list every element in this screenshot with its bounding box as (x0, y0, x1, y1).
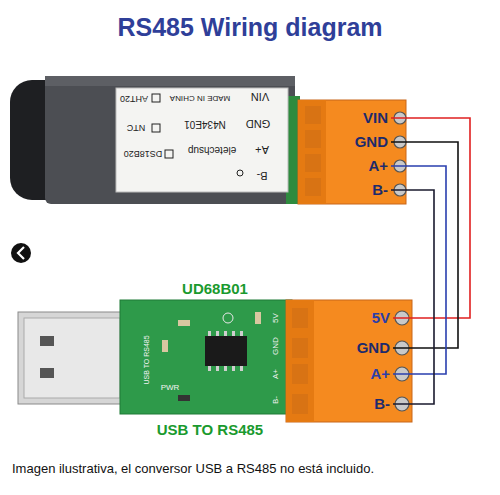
terminal-screws (395, 311, 409, 411)
terminal-label: A+ (367, 364, 393, 384)
terminal-label: 5V (369, 308, 393, 328)
terminal-label: GND (354, 338, 393, 358)
nav-chevron (18, 247, 24, 259)
sticker-text: DS18B20 (124, 149, 163, 159)
sticker-text: AHT20 (120, 94, 148, 104)
module-highlight (45, 76, 295, 86)
sticker-mark (237, 170, 243, 176)
usb-slot (40, 336, 54, 346)
sticker-text: NTC (127, 123, 146, 133)
module-body (45, 76, 295, 204)
terminal-label: GND (352, 132, 391, 152)
checkbox (152, 124, 160, 132)
diagram-title: RS485 Wiring diagram (117, 13, 382, 42)
terminal-label: VIN (360, 108, 391, 128)
checkbox (152, 94, 160, 102)
silkscreen-pin: B- (271, 396, 280, 404)
sticker-text: A+ (255, 144, 269, 157)
caption: Imagen ilustrativa, el conversor USB a R… (12, 462, 374, 477)
sticker-text: B- (257, 170, 268, 183)
wire (391, 190, 434, 404)
terminal-side (286, 300, 314, 422)
terminal-text: A+ (368, 157, 388, 175)
usb-slot (40, 368, 54, 378)
sticker-text: eletechsup (188, 144, 236, 156)
terminal-label: B- (369, 180, 391, 200)
terminal-label: B- (371, 394, 393, 414)
checkbox (165, 150, 173, 158)
terminal-block (298, 100, 406, 204)
nav-icon (11, 243, 31, 263)
sticker-text: MADE IN CHINA (170, 93, 230, 102)
chip-pins (208, 331, 243, 371)
sticker-text: GND (246, 118, 270, 131)
smd-part (178, 320, 190, 326)
silkscreen-text: PWR (161, 383, 180, 392)
silkscreen-pin: 5V (271, 313, 280, 323)
wire (391, 166, 446, 374)
silkscreen-pin: GND (271, 337, 280, 355)
silkscreen-text: USB TO RS485 (143, 335, 151, 384)
terminal-screws (394, 112, 406, 196)
usb-shell (24, 318, 120, 398)
usb-plug (18, 312, 126, 404)
terminal-text: GND (355, 133, 388, 151)
sticker-text: N434E01 (184, 118, 226, 130)
terminal-text: VIN (363, 109, 388, 127)
smd-part (255, 312, 261, 324)
terminal-slots (305, 106, 321, 196)
module-sticker (116, 88, 288, 192)
chip (205, 336, 247, 366)
smd-part (178, 395, 190, 401)
smd-part (162, 340, 168, 352)
silkscreen-pin: A+ (271, 369, 280, 379)
terminal-text: A+ (370, 365, 390, 383)
terminal-text: GND (357, 339, 390, 357)
terminal-slots (292, 308, 308, 414)
terminal-label: A+ (365, 156, 391, 176)
terminal-text: B- (374, 395, 390, 413)
terminal-text: B- (372, 181, 388, 199)
terminal-text: 5V (372, 309, 390, 327)
sticker-text: VIN (251, 91, 269, 104)
board-caption: USB TO RS485 (157, 421, 263, 438)
wire (391, 142, 458, 348)
pcb (120, 300, 292, 414)
pcb-mark (223, 313, 233, 323)
board-name: UD68B01 (182, 280, 248, 297)
terminal-side (298, 100, 326, 204)
